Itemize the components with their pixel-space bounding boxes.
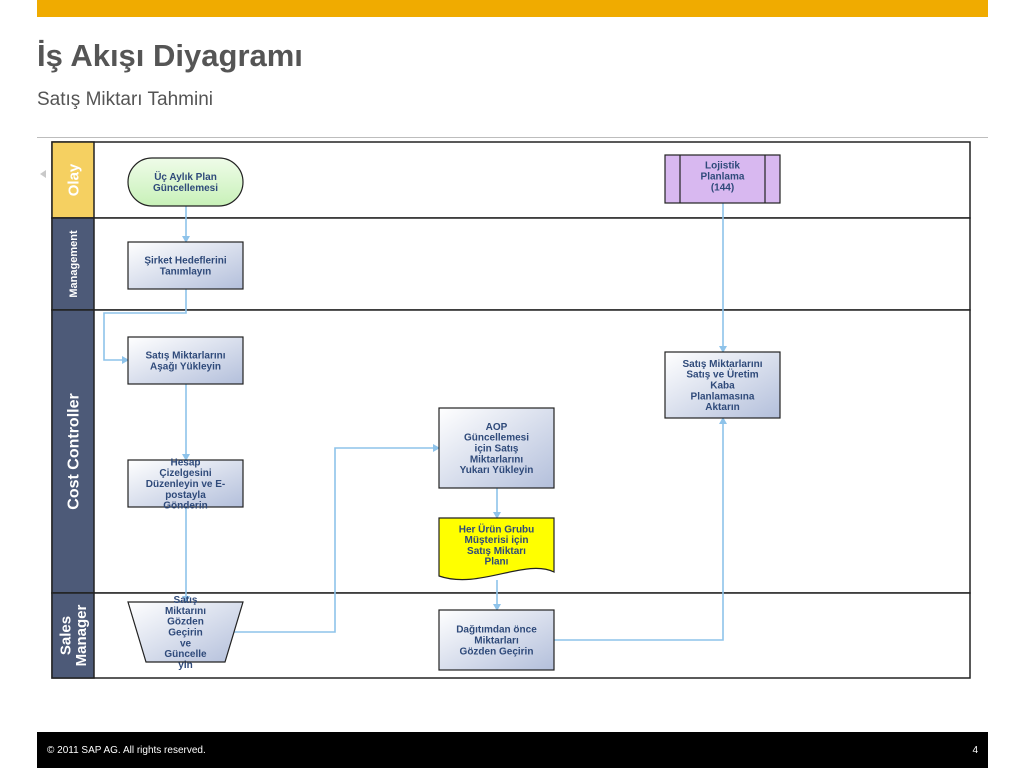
lane-label-box bbox=[51, 309, 95, 594]
node-shape-process-double bbox=[664, 154, 781, 204]
lane-label: Management bbox=[68, 230, 80, 298]
node-shape-manual-operation bbox=[127, 601, 244, 663]
page-number: 4 bbox=[972, 745, 978, 756]
footer-copyright: © 2011 SAP AG. All rights reserved. bbox=[47, 745, 206, 756]
lane-label-box bbox=[51, 217, 95, 311]
lane-label-box bbox=[51, 592, 95, 679]
edge-n10-n8 bbox=[554, 417, 727, 641]
lane-label: Olay bbox=[65, 163, 82, 196]
node-shape-process bbox=[127, 241, 244, 290]
lane-label-box bbox=[51, 141, 95, 219]
node-shape-process bbox=[438, 407, 555, 489]
title-divider bbox=[37, 137, 988, 138]
lane-label: SalesManager bbox=[57, 604, 90, 666]
nav-left-icon[interactable] bbox=[40, 170, 46, 178]
edge-n9-n6 bbox=[233, 444, 440, 633]
node-shape-process bbox=[664, 351, 781, 419]
lane-label: Cost Controller bbox=[66, 393, 83, 509]
node-shape-terminator bbox=[127, 157, 244, 207]
node-shape-process bbox=[127, 459, 244, 508]
node-shape-process bbox=[438, 609, 555, 671]
footer: © 2011 SAP AG. All rights reserved. 4 bbox=[37, 732, 988, 768]
node-shape-document bbox=[438, 517, 555, 581]
top-accent-bar bbox=[37, 0, 988, 17]
slide-title: İş Akışı Diyagramı bbox=[37, 38, 303, 73]
node-shape-process bbox=[127, 336, 244, 385]
slide-subtitle: Satış Miktarı Tahmini bbox=[37, 89, 213, 110]
edge-n3-n4 bbox=[103, 289, 187, 364]
